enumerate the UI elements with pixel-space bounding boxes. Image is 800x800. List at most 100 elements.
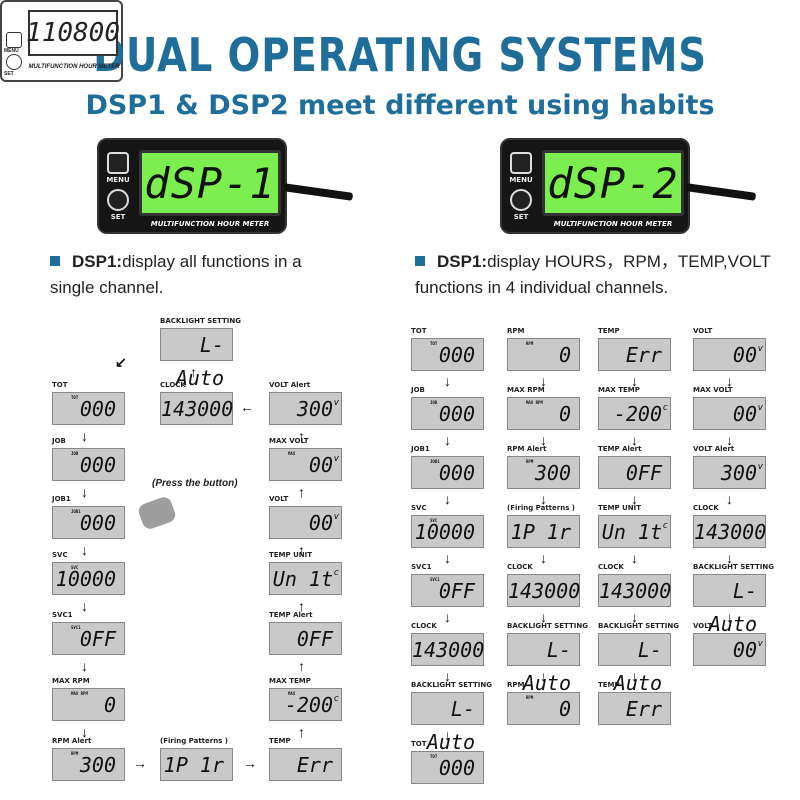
lcd-value: Err — [625, 343, 662, 367]
menu-label: MENU — [509, 176, 533, 184]
bullet-text: display HOURS，RPM，TEMP,VOLT functions in… — [415, 252, 771, 297]
lcd-display: L-Auto — [693, 574, 766, 636]
flow-arrow-icon: ↓ — [631, 373, 638, 389]
meter-cable — [282, 183, 354, 201]
lcd-sub-label: SVC1 — [430, 577, 440, 582]
lcd-label: VOLT — [693, 327, 713, 335]
lcd-display: L-Auto — [507, 633, 580, 695]
press-button-note: (Press the button) — [152, 478, 238, 489]
menu-button[interactable] — [107, 152, 129, 174]
lcd-label: JOB1 — [411, 445, 430, 453]
lcd-label: TOT — [411, 327, 427, 335]
lcd-unit: c — [333, 694, 339, 704]
lcd-label: TEMP Alert — [269, 611, 313, 619]
flow-arrow-icon: ↓ — [444, 550, 451, 566]
lcd-sub-label: RPM — [71, 751, 79, 756]
lcd-value: L-Auto — [613, 638, 662, 695]
bullet-text: display all functions in a single channe… — [50, 252, 302, 297]
lcd-value: 00 — [732, 402, 757, 426]
lcd-value: L-Auto — [426, 697, 475, 754]
lcd-value: -200 — [613, 402, 662, 426]
bullet-dsp2: DSP1:display HOURS，RPM，TEMP,VOLT functio… — [415, 249, 785, 301]
flow-arrow-icon: ↓ — [444, 491, 451, 507]
flow-arrow-icon: ↓ — [726, 432, 733, 448]
lcd-sub-label: RPM — [526, 341, 534, 346]
lcd-display: L-Auto — [160, 328, 233, 390]
lcd-label: TEMP — [598, 327, 620, 335]
lcd-value: Err — [296, 753, 333, 777]
flow-arrow-icon: ↓ — [631, 550, 638, 566]
lcd-value: L-Auto — [708, 579, 757, 636]
lcd-unit: v — [333, 512, 339, 522]
lcd-sub-label: SVC — [430, 518, 438, 523]
lcd-value: 300 — [79, 753, 116, 777]
page-subtitle: DSP1 & DSP2 meet different using habits — [85, 90, 715, 121]
bullet-square-icon — [50, 256, 60, 266]
lcd-label: MAX VOLT — [269, 437, 309, 445]
set-button[interactable] — [6, 54, 22, 70]
lcd-value: L-Auto — [522, 638, 571, 695]
bullet-key: DSP1: — [437, 252, 488, 271]
lcd-label: TEMP UNIT — [269, 551, 313, 559]
flow-arrow-icon: ↑ — [298, 724, 305, 740]
lcd-label: MAX RPM — [52, 677, 90, 685]
lcd-value: L-Auto — [175, 333, 224, 390]
meter-screen: dSP-1 — [139, 150, 281, 216]
lcd-label: MAX RPM — [507, 386, 545, 394]
flow-arrow-icon: ↓ — [540, 668, 547, 684]
lcd-value: Un 1t — [272, 567, 333, 591]
lcd-value: 000 — [438, 343, 475, 367]
flow-arrow-icon: ↓ — [81, 598, 88, 614]
flow-arrow-icon: ↓ — [540, 550, 547, 566]
lcd-value: 00 — [308, 511, 333, 535]
menu-button[interactable] — [6, 32, 22, 48]
lcd-value: 143000 — [161, 397, 234, 421]
lcd-label: (Firing Patterns ) — [160, 737, 229, 745]
lcd-label: TEMP UNIT — [598, 504, 642, 512]
set-button[interactable] — [107, 189, 129, 211]
flow-arrow-icon: ↑ — [298, 542, 305, 558]
bullet-square-icon — [415, 256, 425, 266]
flow-arrow-icon: ↓ — [540, 491, 547, 507]
lcd-sub-label: TOT — [430, 754, 438, 759]
flow-arrow-icon: ↓ — [631, 609, 638, 625]
lcd-unit: c — [333, 568, 339, 578]
lcd-display: 1P 1r — [507, 515, 580, 548]
lcd-value: 000 — [438, 756, 475, 780]
lcd-value: 0FF — [625, 461, 662, 485]
flow-arrow-icon: ↓ — [444, 609, 451, 625]
lcd-value: 1P 1r — [163, 753, 224, 777]
menu-button[interactable] — [510, 152, 532, 174]
lcd-unit: v — [757, 344, 763, 354]
lcd-display: Err — [598, 338, 671, 371]
lcd-label: RPM — [507, 327, 525, 335]
lcd-value: -200 — [284, 693, 333, 717]
lcd-label: MAX TEMP — [598, 386, 640, 394]
lcd-display: 0FF — [598, 456, 671, 489]
meter-dsp2: MENU SET dSP-2 MULTIFUNCTION HOUR METER — [500, 138, 757, 234]
lcd-unit: v — [757, 639, 763, 649]
flow-arrow-icon: ↓ — [726, 491, 733, 507]
lcd-value: 00 — [308, 453, 333, 477]
lcd-sub-label: JOB — [430, 400, 438, 405]
set-button[interactable] — [510, 189, 532, 211]
lcd-label: BACKLIGHT SETTING — [160, 317, 241, 325]
lcd-value: 143000 — [508, 579, 581, 603]
flow-arrow-icon: ↓ — [540, 432, 547, 448]
lcd-display: L-Auto — [411, 692, 484, 754]
flow-arrow-icon: → — [133, 755, 147, 771]
lcd-label: VOLT — [269, 495, 289, 503]
